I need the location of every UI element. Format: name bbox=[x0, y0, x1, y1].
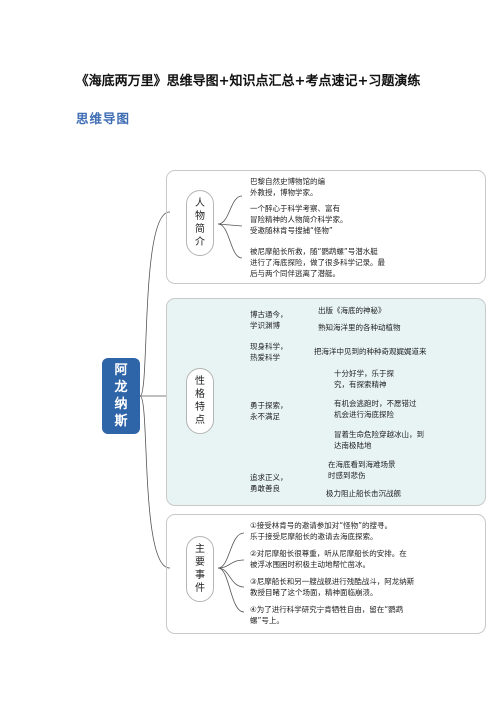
bio-text-line: 进行了海底探险，做了很多科学记录。最 bbox=[250, 258, 385, 267]
event-text-line: ④为了进行科学研究宁肯牺牲自由，留在“鹦鹉 bbox=[250, 605, 404, 614]
traits-panel bbox=[166, 298, 486, 506]
trait-label-line: 博古通今， bbox=[250, 310, 288, 319]
event-text-line: 螺”号上。 bbox=[250, 616, 284, 625]
event-text-line: 乐于接受尼摩船长的邀请去海底探索。 bbox=[250, 532, 378, 541]
bio-text-line: 外教授，博物学家。 bbox=[250, 188, 318, 197]
trait-label-line: 勇于探索， bbox=[250, 401, 288, 410]
trait-detail: 达南极陆地 bbox=[334, 441, 372, 450]
bio-text-line: 受邀随林肯号搜捕“怪物” bbox=[250, 226, 333, 235]
branch-bio-node: 人物简介 bbox=[186, 190, 214, 256]
trait-detail: 在海底看到海难场景 bbox=[328, 460, 396, 469]
section-title: 思维导图 bbox=[76, 111, 131, 126]
trait-label-line: 现身科学， bbox=[250, 342, 288, 351]
trait-label-line: 学识渊博 bbox=[250, 321, 280, 330]
event-text-line: ③尼摩船长和另一艘战舰进行残酷战斗，阿龙纳斯 bbox=[250, 577, 415, 586]
events-panel bbox=[166, 514, 486, 634]
trait-detail: 有机会逃跑时，不愿错过 bbox=[334, 399, 417, 408]
trait-detail: 究，有探索精神 bbox=[334, 380, 387, 389]
trait-label-line: 追求正义， bbox=[250, 473, 288, 482]
bio-text-line: 巴黎自然史博物馆的编 bbox=[250, 177, 325, 186]
event-text-line: 被浮冰围困时积极主动地帮忙凿冰。 bbox=[250, 560, 370, 569]
bio-text-line: 冒险精神的人物简介科学家。 bbox=[250, 215, 348, 224]
bio-text-line: 被尼摩船长所救，随“鹦鹉螺”号潜水艇 bbox=[250, 247, 378, 256]
trait-detail: 熟知海洋里的各种动植物 bbox=[318, 323, 401, 332]
trait-detail: 极力阻止船长击沉战舰 bbox=[326, 489, 401, 498]
trait-label-line: 勇敢善良 bbox=[250, 484, 280, 493]
bio-panel bbox=[166, 170, 486, 284]
event-text-line: 教授目睹了这个场面，精神面临崩溃。 bbox=[250, 588, 378, 597]
document-title: 《海底两万里》思维导图+知识点汇总+考点速记+习题演练 bbox=[75, 74, 421, 89]
bio-text-line: 一个醉心于科学考察、富有 bbox=[250, 204, 340, 213]
connector-root-events bbox=[139, 395, 171, 569]
event-text-line: ①接受林肯号的邀请参加对“怪物”的搜寻。 bbox=[250, 521, 392, 530]
trait-detail: 机会进行海底探险 bbox=[334, 410, 394, 419]
event-text-line: ②对尼摩船长很尊重，听从尼摩船长的安排。在 bbox=[250, 549, 407, 558]
trait-label-line: 永不满足 bbox=[250, 412, 280, 421]
trait-detail: 冒着生命危险穿越冰山，到 bbox=[334, 430, 424, 439]
trait-label-line: 热爱科学 bbox=[250, 353, 280, 362]
trait-detail: 出版《海底的神秘》 bbox=[318, 306, 386, 315]
trait-detail: 十分好学，乐于探 bbox=[334, 369, 394, 378]
root-node: 阿龙纳斯 bbox=[102, 358, 140, 434]
trait-detail: 把海洋中见到的种种奇观娓娓道来 bbox=[314, 347, 427, 356]
bio-text-line: 后与两个同伴逃离了潜艇。 bbox=[250, 269, 340, 278]
branch-events-node: 主要事件 bbox=[186, 536, 214, 602]
trait-detail: 时感到悲伤 bbox=[328, 471, 366, 480]
connector-root-bio bbox=[139, 211, 171, 397]
branch-traits-node: 性格特点 bbox=[186, 368, 214, 434]
